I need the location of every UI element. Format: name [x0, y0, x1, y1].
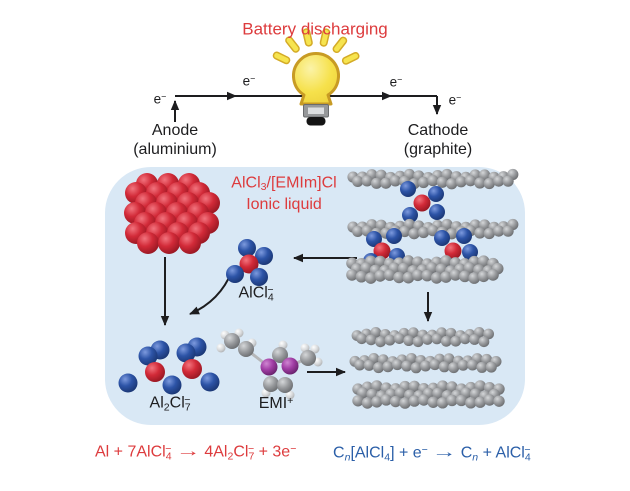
- bulb-rays: [272, 28, 360, 65]
- graphene-layer-1: [347, 168, 519, 190]
- cathode-label: Cathode: [407, 122, 469, 139]
- anode-label: Anode: [151, 122, 199, 139]
- title-battery-discharging: Battery discharging: [242, 19, 388, 39]
- graphene-layer-5: [349, 352, 502, 374]
- anode-material-label: (aluminium): [133, 141, 217, 158]
- light-bulb-icon: [272, 28, 360, 126]
- emi-label: EMI+: [258, 394, 294, 413]
- al2cl7-label: Al2Cl7−: [149, 394, 191, 414]
- cathode-reaction-equation: Cn[AlCl4] + e− → Cn + AlCl4−: [333, 444, 531, 464]
- electron-label-cathode: e−: [448, 92, 462, 108]
- electron-label-wire-right: e−: [389, 74, 403, 90]
- emi-cation: [216, 328, 323, 400]
- graphene-layer-3: [346, 255, 504, 284]
- cathode-material-label: (graphite): [403, 141, 473, 158]
- electrolyte-name-line1: AlCl3/[EMIm]Cl: [231, 174, 337, 194]
- graphene-layer-6: [352, 380, 505, 409]
- graphene-layer-4: [351, 327, 494, 348]
- alcl4-anion: [226, 239, 273, 286]
- anode-reaction-equation: Al + 7AlCl4− → 4Al2Cl7− + 3e−: [95, 443, 297, 463]
- alcl4-label: AlCl4−: [238, 284, 274, 304]
- electron-label-anode: e−: [153, 91, 167, 107]
- al2cl7-anion: [118, 337, 220, 395]
- aluminium-metal-cluster: [124, 173, 220, 254]
- electron-label-wire-left: e−: [242, 73, 256, 89]
- electrolyte-name-line2: Ionic liquid: [246, 196, 322, 213]
- intercalated-alcl4-1: [400, 181, 445, 223]
